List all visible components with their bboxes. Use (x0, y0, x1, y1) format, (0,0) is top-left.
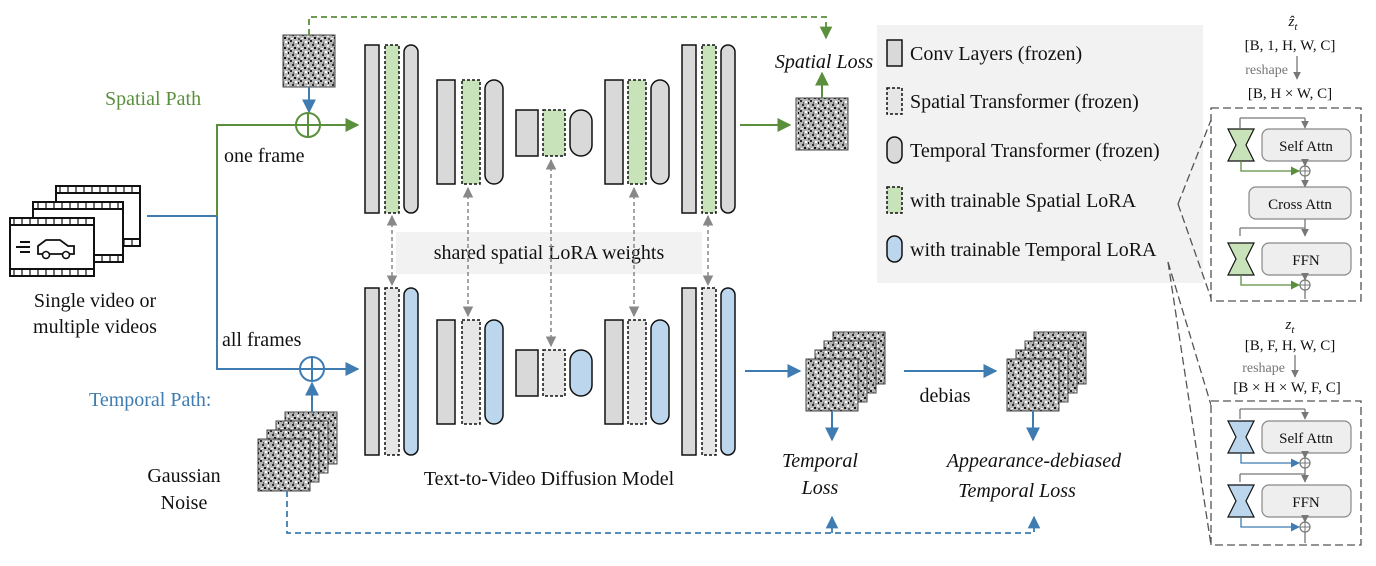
film-frame-front (9, 217, 95, 277)
spatial-add-icon (295, 112, 321, 138)
spatial-transformer (701, 287, 717, 456)
conv-layer (436, 79, 456, 185)
spatial-input-symbol: ẑt (1288, 14, 1299, 33)
spatial-transformer-icon (886, 87, 903, 115)
legend-item-spatial-transformer: Spatial Transformer (frozen) (910, 91, 1139, 113)
debiased-output-stack (1006, 331, 1087, 412)
input-videos-icon (9, 185, 141, 277)
temporal-transformer-lora (650, 319, 670, 425)
input-videos-label-line1: Single video or (34, 290, 157, 312)
debiased-loss-label-line1: Appearance-debiased (945, 450, 1122, 472)
debiased-loss-label-line2: Temporal Loss (958, 480, 1076, 502)
spatial-transformer-lora (627, 79, 647, 185)
spatial-noise-target-route (308, 16, 833, 40)
temporal-transformer-lora (484, 319, 504, 425)
temporal-add-icon (299, 356, 325, 382)
temporal-input-symbol: zt (1285, 317, 1296, 336)
temporal-self-attn-label: Self Attn (1279, 431, 1333, 447)
temporal-transformer (484, 79, 504, 185)
legend-item-temporal-transformer: Temporal Transformer (frozen) (910, 140, 1160, 162)
conv-layer (436, 319, 456, 425)
spatial-transformer (461, 319, 481, 425)
temporal-reshaped-shape: [B × H × W, F, C] (1233, 380, 1340, 396)
spatial-unet (364, 44, 736, 214)
spatial-transformer (627, 319, 647, 425)
spatial-lora-icon (886, 186, 903, 214)
temporal-loss-label-line2: Loss (801, 477, 839, 499)
spatial-transformer-lora (542, 109, 566, 157)
spatial-detail: ẑt [B, 1, H, W, C] reshape [B, H × W, C]… (1210, 14, 1362, 302)
temporal-transformer (569, 109, 593, 157)
conv-layer (364, 44, 380, 214)
legend-box (877, 25, 1203, 283)
spatial-self-attn-label: Self Attn (1279, 139, 1333, 155)
spatial-output-image (795, 97, 849, 151)
spatial-lora-adapter-icon (1227, 242, 1255, 276)
conv-layer (515, 109, 539, 157)
temporal-reshape-label: reshape (1242, 361, 1285, 376)
conv-layer (364, 287, 380, 456)
temporal-transformer-lora (720, 287, 736, 456)
conv-layer (604, 319, 624, 425)
conv-layer (681, 44, 697, 214)
conv-layer (604, 79, 624, 185)
one-frame-label: one frame (224, 145, 305, 167)
temporal-transformer-lora (403, 287, 419, 456)
temporal-detail: zt [B, F, H, W, C] reshape [B × H × W, F… (1210, 317, 1362, 546)
car-icon (16, 239, 75, 260)
zoom-connectors (1167, 119, 1212, 546)
gaussian-noise-stack (257, 411, 338, 492)
legend-item-spatial-lora: with trainable Spatial LoRA (910, 190, 1137, 212)
temporal-unet (364, 287, 736, 456)
temporal-lora-adapter-icon (1227, 484, 1255, 518)
spatial-reshaped-shape: [B, H × W, C] (1248, 86, 1332, 102)
temporal-loss-label-line1: Temporal (782, 450, 858, 472)
temporal-transformer (650, 79, 670, 185)
temporal-lora-adapter-icon (1227, 420, 1255, 454)
spatial-loss-label: Spatial Loss (775, 51, 874, 73)
conv-layer-icon (886, 39, 903, 67)
spatial-path-line (216, 124, 296, 216)
spatial-input-shape: [B, 1, H, W, C] (1245, 38, 1336, 54)
spatial-transformer-lora (461, 79, 481, 185)
debias-label: debias (919, 385, 970, 407)
conv-layer (515, 349, 539, 397)
temporal-output-stack (805, 331, 886, 412)
shared-weights-arrows (386, 158, 714, 348)
input-videos-label-line2: multiple videos (33, 316, 157, 338)
spatial-cross-attn-label: Cross Attn (1268, 197, 1332, 213)
spatial-transformer-lora (384, 44, 400, 214)
spatial-reshape-label: reshape (1245, 63, 1288, 78)
temporal-lora-icon (886, 235, 903, 263)
spatial-transformer (384, 287, 400, 456)
spatial-ffn-label: FFN (1292, 253, 1320, 269)
spatial-noise-image (282, 34, 336, 88)
legend-item-conv: Conv Layers (frozen) (910, 43, 1082, 65)
gaussian-noise-target-route (286, 491, 1041, 534)
gaussian-noise-label-line2: Noise (161, 492, 208, 514)
all-frames-label: all frames (222, 329, 302, 351)
spatial-transformer-lora (701, 44, 717, 214)
spatial-cross-attn-module (1248, 186, 1352, 220)
model-name-label: Text-to-Video Diffusion Model (424, 468, 675, 490)
conv-layer (681, 287, 697, 456)
temporal-path-label: Temporal Path: (89, 389, 211, 411)
gaussian-noise-label-line1: Gaussian (147, 465, 220, 487)
temporal-transformer (720, 44, 736, 214)
legend-item-temporal-lora: with trainable Temporal LoRA (910, 239, 1157, 261)
temporal-path-line (216, 216, 300, 370)
spatial-lora-adapter-icon (1227, 128, 1255, 162)
spatial-transformer (542, 349, 566, 397)
temporal-input-shape: [B, F, H, W, C] (1245, 338, 1335, 354)
temporal-transformer-icon (886, 136, 903, 164)
temporal-transformer (403, 44, 419, 214)
temporal-ffn-label: FFN (1292, 495, 1320, 511)
temporal-transformer-lora (569, 349, 593, 397)
spatial-path-label: Spatial Path (105, 88, 201, 110)
